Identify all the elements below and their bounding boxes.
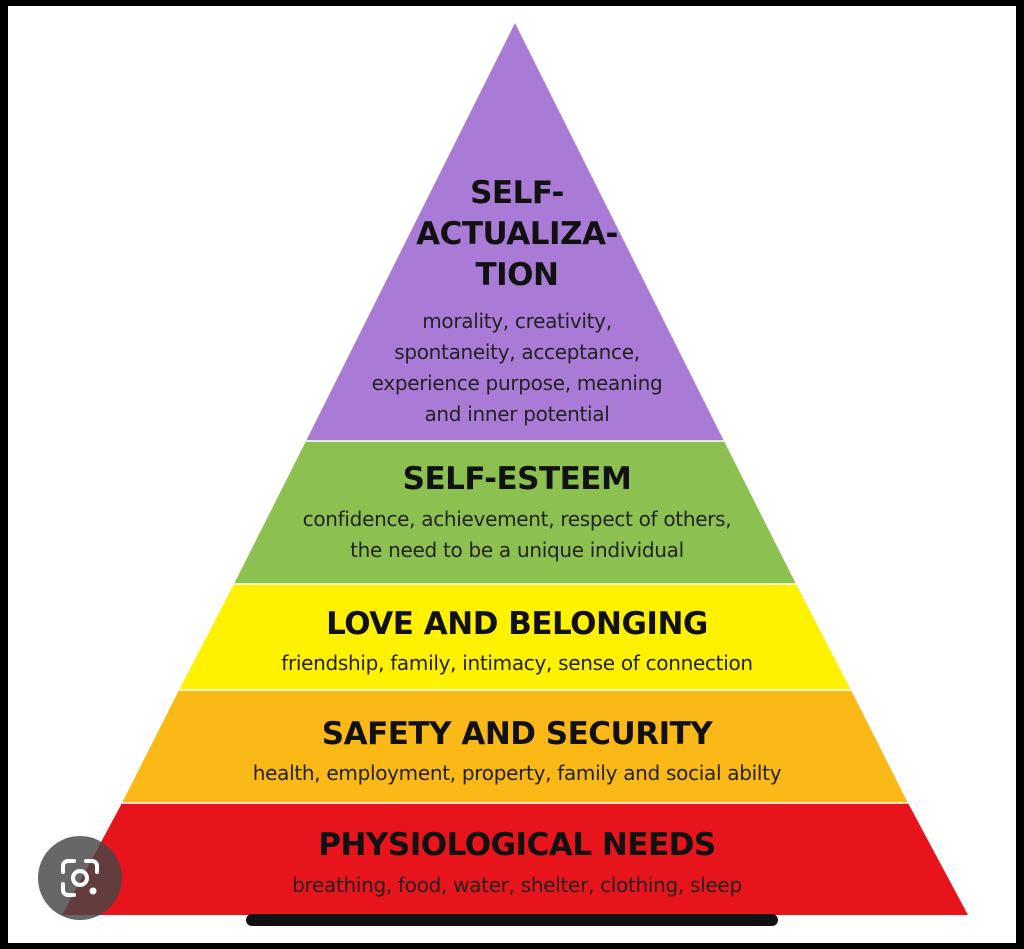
level-title: SELF-: [470, 175, 564, 211]
level-description: experience purpose, meaning: [372, 371, 663, 395]
level-description: confidence, achievement, respect of othe…: [303, 507, 732, 531]
level-self-esteem: [234, 441, 796, 584]
level-title: TION: [476, 257, 559, 293]
level-description: and inner potential: [424, 402, 609, 426]
level-title: SELF-ESTEEM: [403, 461, 632, 497]
level-description: breathing, food, water, shelter, clothin…: [292, 873, 742, 897]
level-description: the need to be a unique individual: [350, 538, 684, 562]
home-indicator-bar[interactable]: [246, 914, 778, 926]
google-lens-button[interactable]: [38, 836, 122, 920]
level-love-and-belonging: [179, 584, 851, 690]
level-physiological-needs: [62, 803, 968, 915]
level-description: friendship, family, intimacy, sense of c…: [281, 651, 753, 675]
level-description: spontaneity, acceptance,: [394, 340, 640, 364]
level-title: SAFETY AND SECURITY: [322, 716, 713, 752]
level-self-actualization: [306, 23, 724, 441]
screenshot-frame: SELF- ACTUALIZA- TION morality, creativi…: [8, 6, 1016, 943]
level-title: ACTUALIZA-: [416, 216, 618, 252]
level-title: PHYSIOLOGICAL NEEDS: [318, 827, 715, 863]
level-safety-and-security: [122, 690, 908, 803]
level-title: LOVE AND BELONGING: [326, 606, 708, 642]
level-description: health, employment, property, family and…: [253, 761, 782, 785]
google-lens-icon: [61, 859, 99, 897]
maslow-pyramid: SELF- ACTUALIZA- TION morality, creativi…: [62, 23, 968, 915]
level-description: morality, creativity,: [422, 309, 612, 333]
